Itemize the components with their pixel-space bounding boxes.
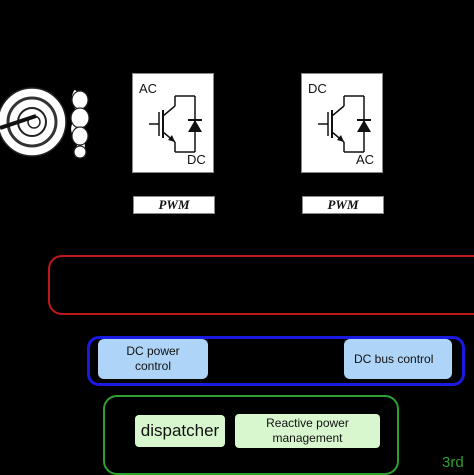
converter-ac-dc: AC DC — [132, 73, 214, 173]
reactive-power-management-box: Reactive power management — [235, 414, 380, 448]
pwm-box-1: PWM — [133, 196, 215, 214]
control-frame-blue — [87, 336, 465, 386]
converter-output-label: AC — [356, 152, 375, 167]
generator-icon — [0, 87, 90, 159]
igbt-diode-icon — [318, 95, 371, 153]
control-frame-red — [48, 255, 474, 315]
igbt-diode-icon — [149, 95, 202, 153]
corner-label: 3rd — [442, 454, 464, 471]
dc-bus-control-box: DC bus control — [344, 339, 452, 379]
converter-output-label: DC — [187, 152, 206, 167]
pwm-box-2: PWM — [302, 196, 384, 214]
converter-input-label: AC — [139, 81, 158, 96]
converter-dc-ac: DC AC — [301, 73, 383, 173]
dispatcher-box: dispatcher — [135, 415, 225, 447]
dc-power-control-box: DC power control — [98, 339, 208, 379]
converter-input-label: DC — [308, 81, 327, 96]
